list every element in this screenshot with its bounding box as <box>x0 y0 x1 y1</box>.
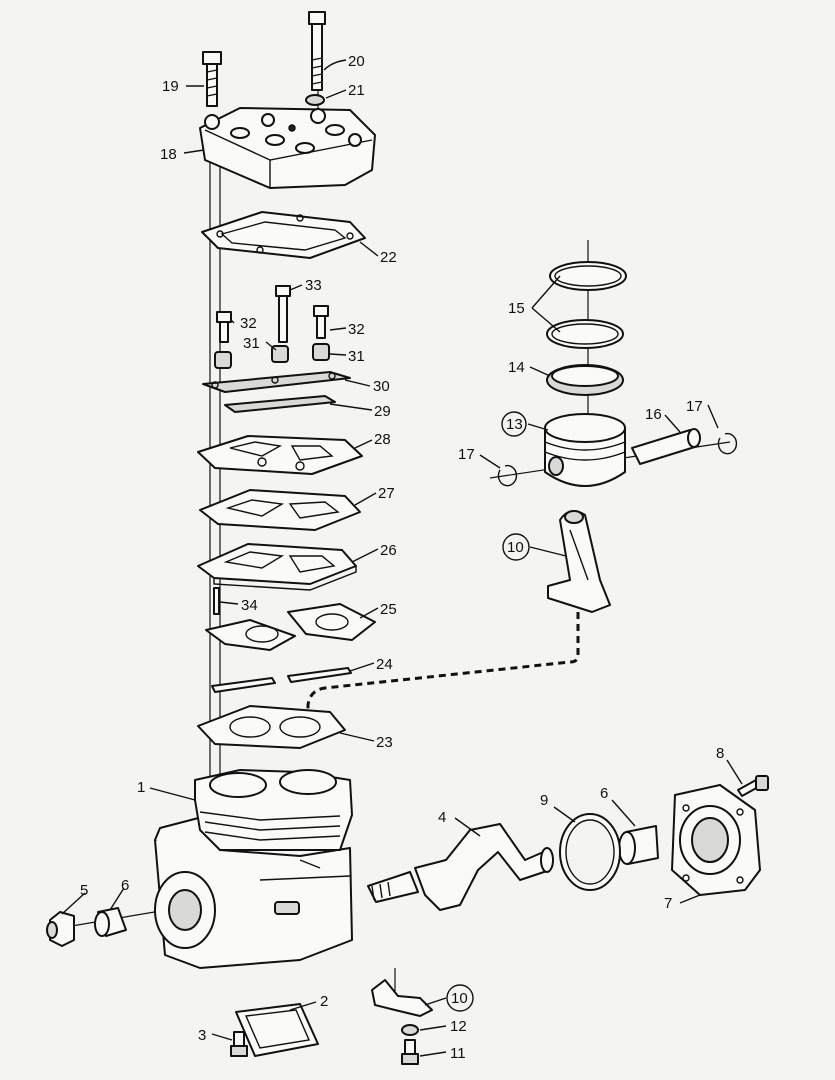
label-34: 34 <box>241 597 258 614</box>
valve-plate-gasket <box>199 489 361 531</box>
circlips <box>497 432 738 487</box>
label-10a: 10 <box>507 539 524 556</box>
label-31a: 31 <box>243 335 260 352</box>
cylinder-gasket <box>197 705 346 749</box>
screw-11 <box>401 1039 419 1065</box>
base-gasket <box>235 1003 319 1057</box>
label-13: 13 <box>506 416 523 433</box>
label-circles <box>446 411 530 1012</box>
label-32a: 32 <box>240 315 257 332</box>
piston <box>544 413 626 487</box>
label-25: 25 <box>380 601 397 618</box>
label-15: 15 <box>508 300 525 317</box>
label-18: 18 <box>160 146 177 163</box>
seal-strips <box>211 667 352 693</box>
screw-3 <box>230 1031 248 1057</box>
label-20: 20 <box>348 53 365 70</box>
label-1: 1 <box>137 779 145 796</box>
label-5: 5 <box>80 882 88 899</box>
label-19: 19 <box>162 78 179 95</box>
label-22: 22 <box>380 249 397 266</box>
cylinder-head <box>199 107 376 189</box>
bushing-left <box>94 907 127 937</box>
screw-8 <box>737 775 769 797</box>
part-labels: 19 20 21 18 22 33 32 32 31 31 30 29 28 2… <box>80 53 724 1062</box>
washer-21 <box>305 94 325 106</box>
label-28: 28 <box>374 431 391 448</box>
label-9: 9 <box>540 792 548 809</box>
head-bolt-19 <box>202 51 222 107</box>
nut-5 <box>46 911 75 947</box>
label-14: 14 <box>508 359 525 376</box>
valve-plate-bolts <box>216 285 329 343</box>
label-17b: 17 <box>458 446 475 463</box>
label-31b: 31 <box>348 348 365 365</box>
bearing-cap <box>371 979 433 1017</box>
piston-pin <box>631 428 701 465</box>
label-3: 3 <box>198 1027 206 1044</box>
label-8: 8 <box>716 745 724 762</box>
label-17a: 17 <box>686 398 703 415</box>
crankshaft <box>367 823 554 911</box>
end-flange <box>671 784 761 896</box>
head-bolt-20 <box>308 11 326 91</box>
label-27: 27 <box>378 485 395 502</box>
label-6b: 6 <box>600 785 608 802</box>
label-29: 29 <box>374 403 391 420</box>
crankcase <box>154 769 353 969</box>
piston-rings <box>546 261 627 396</box>
washer-12 <box>401 1024 419 1036</box>
label-7: 7 <box>664 895 672 912</box>
connecting-rod <box>547 510 611 613</box>
leader-lines <box>61 59 743 1057</box>
label-2: 2 <box>320 993 328 1010</box>
dowel-pin <box>213 587 220 615</box>
o-ring <box>559 813 621 891</box>
bushing-right <box>618 825 659 865</box>
retainer-plate <box>202 371 351 393</box>
label-33: 33 <box>305 277 322 294</box>
lower-valve-plate <box>197 543 357 591</box>
label-6a: 6 <box>121 877 129 894</box>
inlet-gaskets <box>205 603 376 651</box>
label-32b: 32 <box>348 321 365 338</box>
label-4: 4 <box>438 809 446 826</box>
label-11: 11 <box>450 1045 466 1062</box>
label-12: 12 <box>450 1018 467 1035</box>
label-24: 24 <box>376 656 393 673</box>
label-10b: 10 <box>451 990 468 1007</box>
label-16: 16 <box>645 406 662 423</box>
label-21: 21 <box>348 82 365 99</box>
label-23: 23 <box>376 734 393 751</box>
head-gasket <box>201 211 366 259</box>
valve-plate <box>197 435 363 475</box>
reed-valve <box>224 395 336 413</box>
label-26: 26 <box>380 542 397 559</box>
label-30: 30 <box>373 378 390 395</box>
